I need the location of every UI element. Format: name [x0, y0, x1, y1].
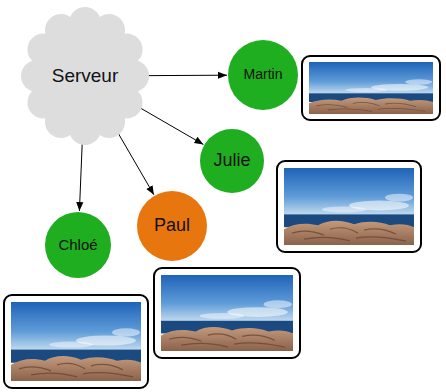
- arrow-connector: [115, 129, 153, 195]
- photo-paul: [154, 268, 300, 358]
- arrow-connector: [143, 75, 227, 76]
- node-label: Paul: [154, 216, 190, 236]
- node-label: Chloé: [58, 237, 97, 254]
- user-circle: Julie: [200, 129, 264, 193]
- arrow-connector: [136, 106, 203, 145]
- user-circle: Chloé: [45, 212, 111, 278]
- user-circle: Paul: [137, 191, 207, 261]
- node-label: Serveur: [52, 66, 119, 87]
- arrow-connector: [79, 138, 82, 211]
- node-label: Martin: [244, 67, 283, 82]
- photo-julie: [277, 161, 421, 252]
- node-label: Julie: [213, 151, 250, 171]
- photo-chloe: [4, 295, 148, 388]
- user-circle: Martin: [228, 40, 298, 110]
- server-cloud: Serveur: [20, 6, 150, 146]
- photo-martin: [302, 56, 440, 120]
